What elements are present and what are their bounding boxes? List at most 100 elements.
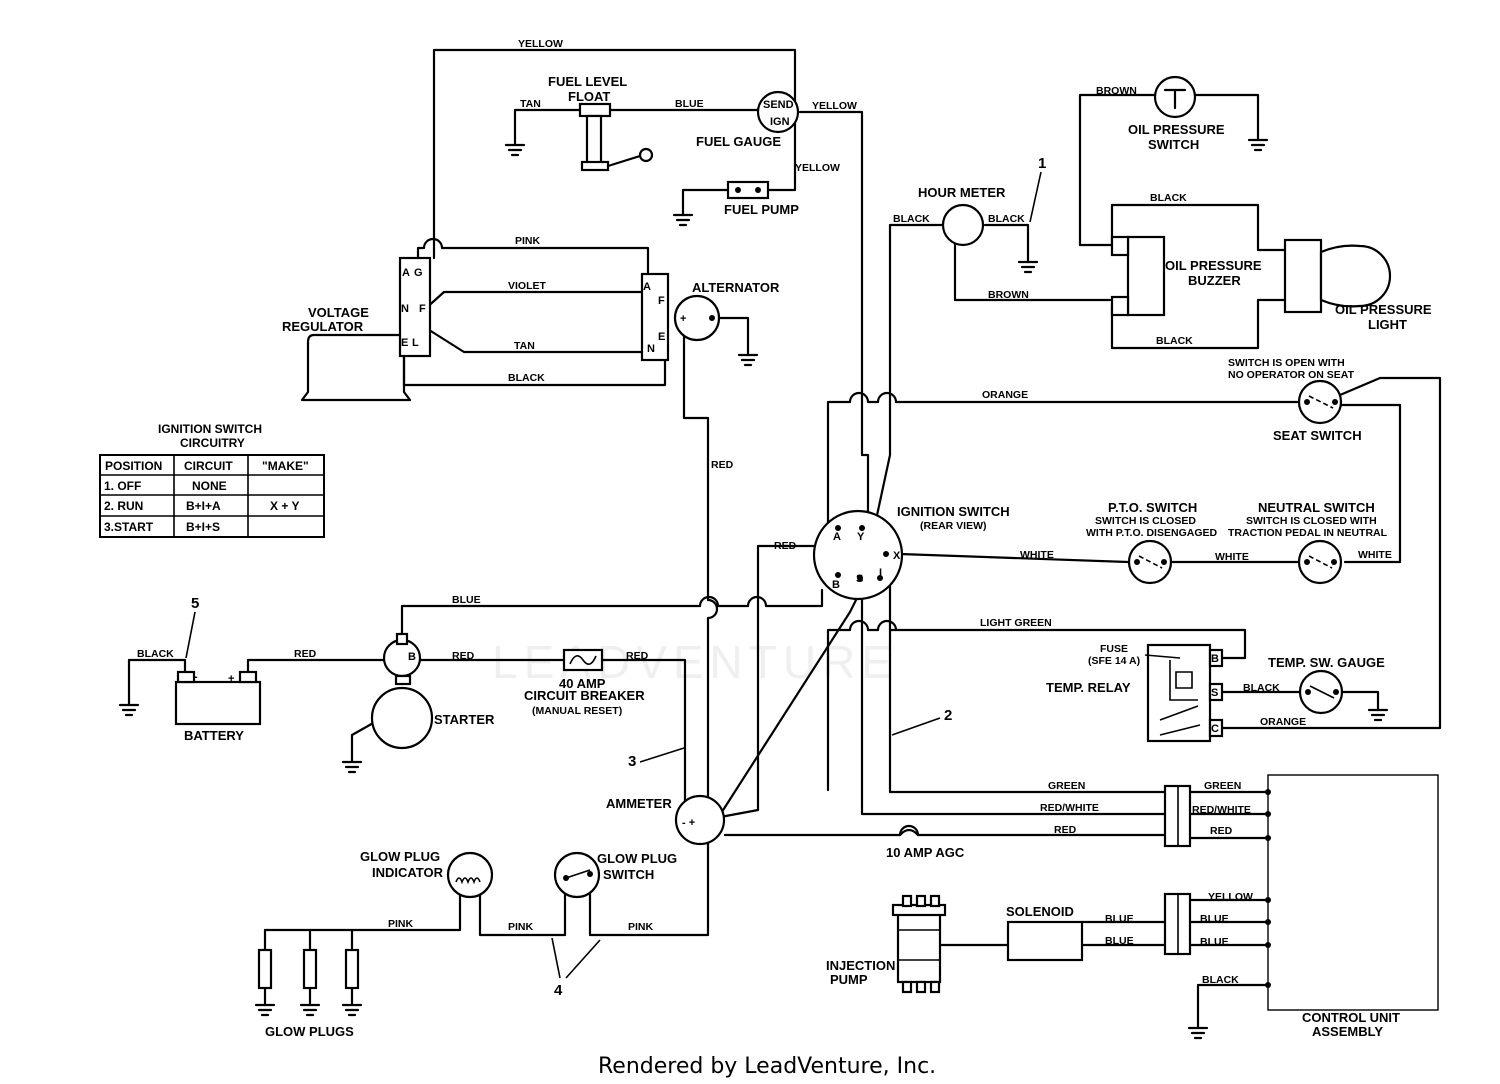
glow-switch-label: GLOW PLUG <box>597 851 677 866</box>
reg-terminal-a: A <box>402 267 410 279</box>
wire-label: BLUE <box>1105 913 1134 925</box>
neutral-note: SWITCH IS CLOSED WITH <box>1246 515 1377 527</box>
table-header-make: "MAKE" <box>262 459 309 473</box>
wires <box>127 48 1442 1030</box>
ignition-switch-label: IGNITION SWITCH <box>897 504 1010 519</box>
wire-label: RED <box>774 540 797 552</box>
ign-terminal-s: S <box>856 573 863 585</box>
battery-minus: - <box>194 671 198 683</box>
seat-switch-note: SWITCH IS OPEN WITH <box>1228 357 1345 369</box>
seat-switch-note: NO OPERATOR ON SEAT <box>1228 369 1355 381</box>
fuel-level-float-label: FUEL LEVEL <box>548 74 627 89</box>
wire-label: BLACK <box>508 372 545 384</box>
breaker-label: (MANUAL RESET) <box>532 705 622 717</box>
ign-terminal-y: Y <box>857 531 865 543</box>
starter-label: STARTER <box>434 712 495 727</box>
reg-terminal-g: G <box>414 267 423 279</box>
seat-switch <box>1297 379 1343 425</box>
alt-terminal-plus: + <box>680 313 686 325</box>
oil-pressure-switch-label: OIL PRESSURE <box>1128 122 1225 137</box>
wire-label: YELLOW <box>812 100 857 112</box>
fuel-pump-label: FUEL PUMP <box>724 202 799 217</box>
ign-terminal-a: A <box>833 531 841 543</box>
wire-label: BLACK <box>988 213 1025 225</box>
temp-relay: B S C <box>1144 643 1224 743</box>
alt-terminal-a: A <box>643 281 651 293</box>
reg-terminal-n: N <box>401 303 409 315</box>
injection-pump <box>891 894 947 994</box>
wire-label: BLACK <box>893 213 930 225</box>
fuse-label: (SFE 14 A) <box>1088 655 1140 667</box>
fuel-level-float <box>578 102 654 172</box>
wire-label: BLUE <box>675 98 704 110</box>
wire-label: BLUE <box>452 594 481 606</box>
oil-pressure-switch-label: SWITCH <box>1148 137 1199 152</box>
pto-switch <box>1127 539 1173 585</box>
wire-label: GREEN <box>1048 780 1085 792</box>
ignition-switch: A Y X B S I <box>812 509 904 601</box>
wire-label: BLUE <box>1200 913 1229 925</box>
ign-terminal-x: X <box>893 550 901 562</box>
oil-pressure-light-label: OIL PRESSURE <box>1335 302 1432 317</box>
ground-symbols <box>118 138 1389 1040</box>
pto-note: WITH P.T.O. DISENGAGED <box>1086 527 1217 539</box>
relay-terminal-s: S <box>1211 687 1218 699</box>
circuit-breaker <box>562 648 604 672</box>
table-cell: NONE <box>192 479 227 493</box>
fuse-label: FUSE <box>1100 643 1128 655</box>
neutral-note: TRACTION PEDAL IN NEUTRAL <box>1228 527 1388 539</box>
glow-indicator-label: GLOW PLUG <box>360 849 440 864</box>
wire-label: PINK <box>388 918 414 930</box>
alt-terminal-n: N <box>647 343 655 355</box>
wire-label: RED <box>711 459 734 471</box>
starter: B <box>370 632 434 750</box>
temp-relay-label: TEMP. RELAY <box>1046 680 1131 695</box>
wire-label: WHITE <box>1215 551 1249 563</box>
reg-terminal-l: L <box>412 337 419 349</box>
glow-plug-indicator <box>446 851 494 899</box>
callout-number: 4 <box>554 982 563 999</box>
watermark: LEADVENTURE <box>492 636 898 688</box>
injection-pump-label: PUMP <box>830 972 868 987</box>
alt-terminal-f: F <box>658 295 665 307</box>
battery-plus: + <box>228 673 234 685</box>
wire-label: LIGHT GREEN <box>980 617 1052 629</box>
wire-label: RED <box>1210 825 1233 837</box>
wire-label: BLACK <box>1150 192 1187 204</box>
ammeter-label: AMMETER <box>606 796 672 811</box>
solenoid <box>1006 920 1084 962</box>
glow-indicator-label: INDICATOR <box>372 865 444 880</box>
table-cell: B+I+S <box>186 520 220 534</box>
reg-terminal-e: E <box>401 337 408 349</box>
glow-plug-switch <box>553 851 601 899</box>
wire-label: ORANGE <box>1260 716 1306 728</box>
glow-plugs <box>257 948 360 990</box>
component-labels: FUEL LEVEL FLOAT FUEL GAUGE FUEL PUMP VO… <box>184 74 1432 1039</box>
alternator-label: ALTERNATOR <box>692 280 780 295</box>
table-title-2: CIRCUITRY <box>180 436 245 450</box>
wire-label: GREEN <box>1204 780 1241 792</box>
wire-label: RED <box>626 650 649 662</box>
wire-label: PINK <box>628 921 654 933</box>
table-cell: 2. RUN <box>104 499 143 513</box>
wire-label: BLACK <box>1156 335 1193 347</box>
wire-label: RED <box>294 648 317 660</box>
injection-pump-label: INJECTION <box>826 958 895 973</box>
table-cell: X + Y <box>270 499 299 513</box>
hour-meter-label: HOUR METER <box>918 185 1006 200</box>
wire-label: YELLOW <box>795 162 840 174</box>
terminal-ign: IGN <box>770 116 790 128</box>
pto-switch-label: P.T.O. SWITCH <box>1108 500 1197 515</box>
wire-label: VIOLET <box>508 280 547 292</box>
table-cell: B+I+A <box>186 499 221 513</box>
callouts: 1 2 3 4 5 <box>185 155 1046 999</box>
ammeter-terminals: - + <box>682 817 695 829</box>
ignition-table: IGNITION SWITCH CIRCUITRY POSITION CIRCU… <box>99 422 325 538</box>
wire-label: BLACK <box>137 648 174 660</box>
glow-switch-label: SWITCH <box>603 867 654 882</box>
oil-pressure-buzzer <box>1110 235 1166 317</box>
oil-pressure-buzzer-label: OIL PRESSURE <box>1165 258 1262 273</box>
wire-label: TAN <box>520 98 541 110</box>
reg-terminal-f: F <box>419 303 426 315</box>
callout-number: 3 <box>628 753 636 770</box>
